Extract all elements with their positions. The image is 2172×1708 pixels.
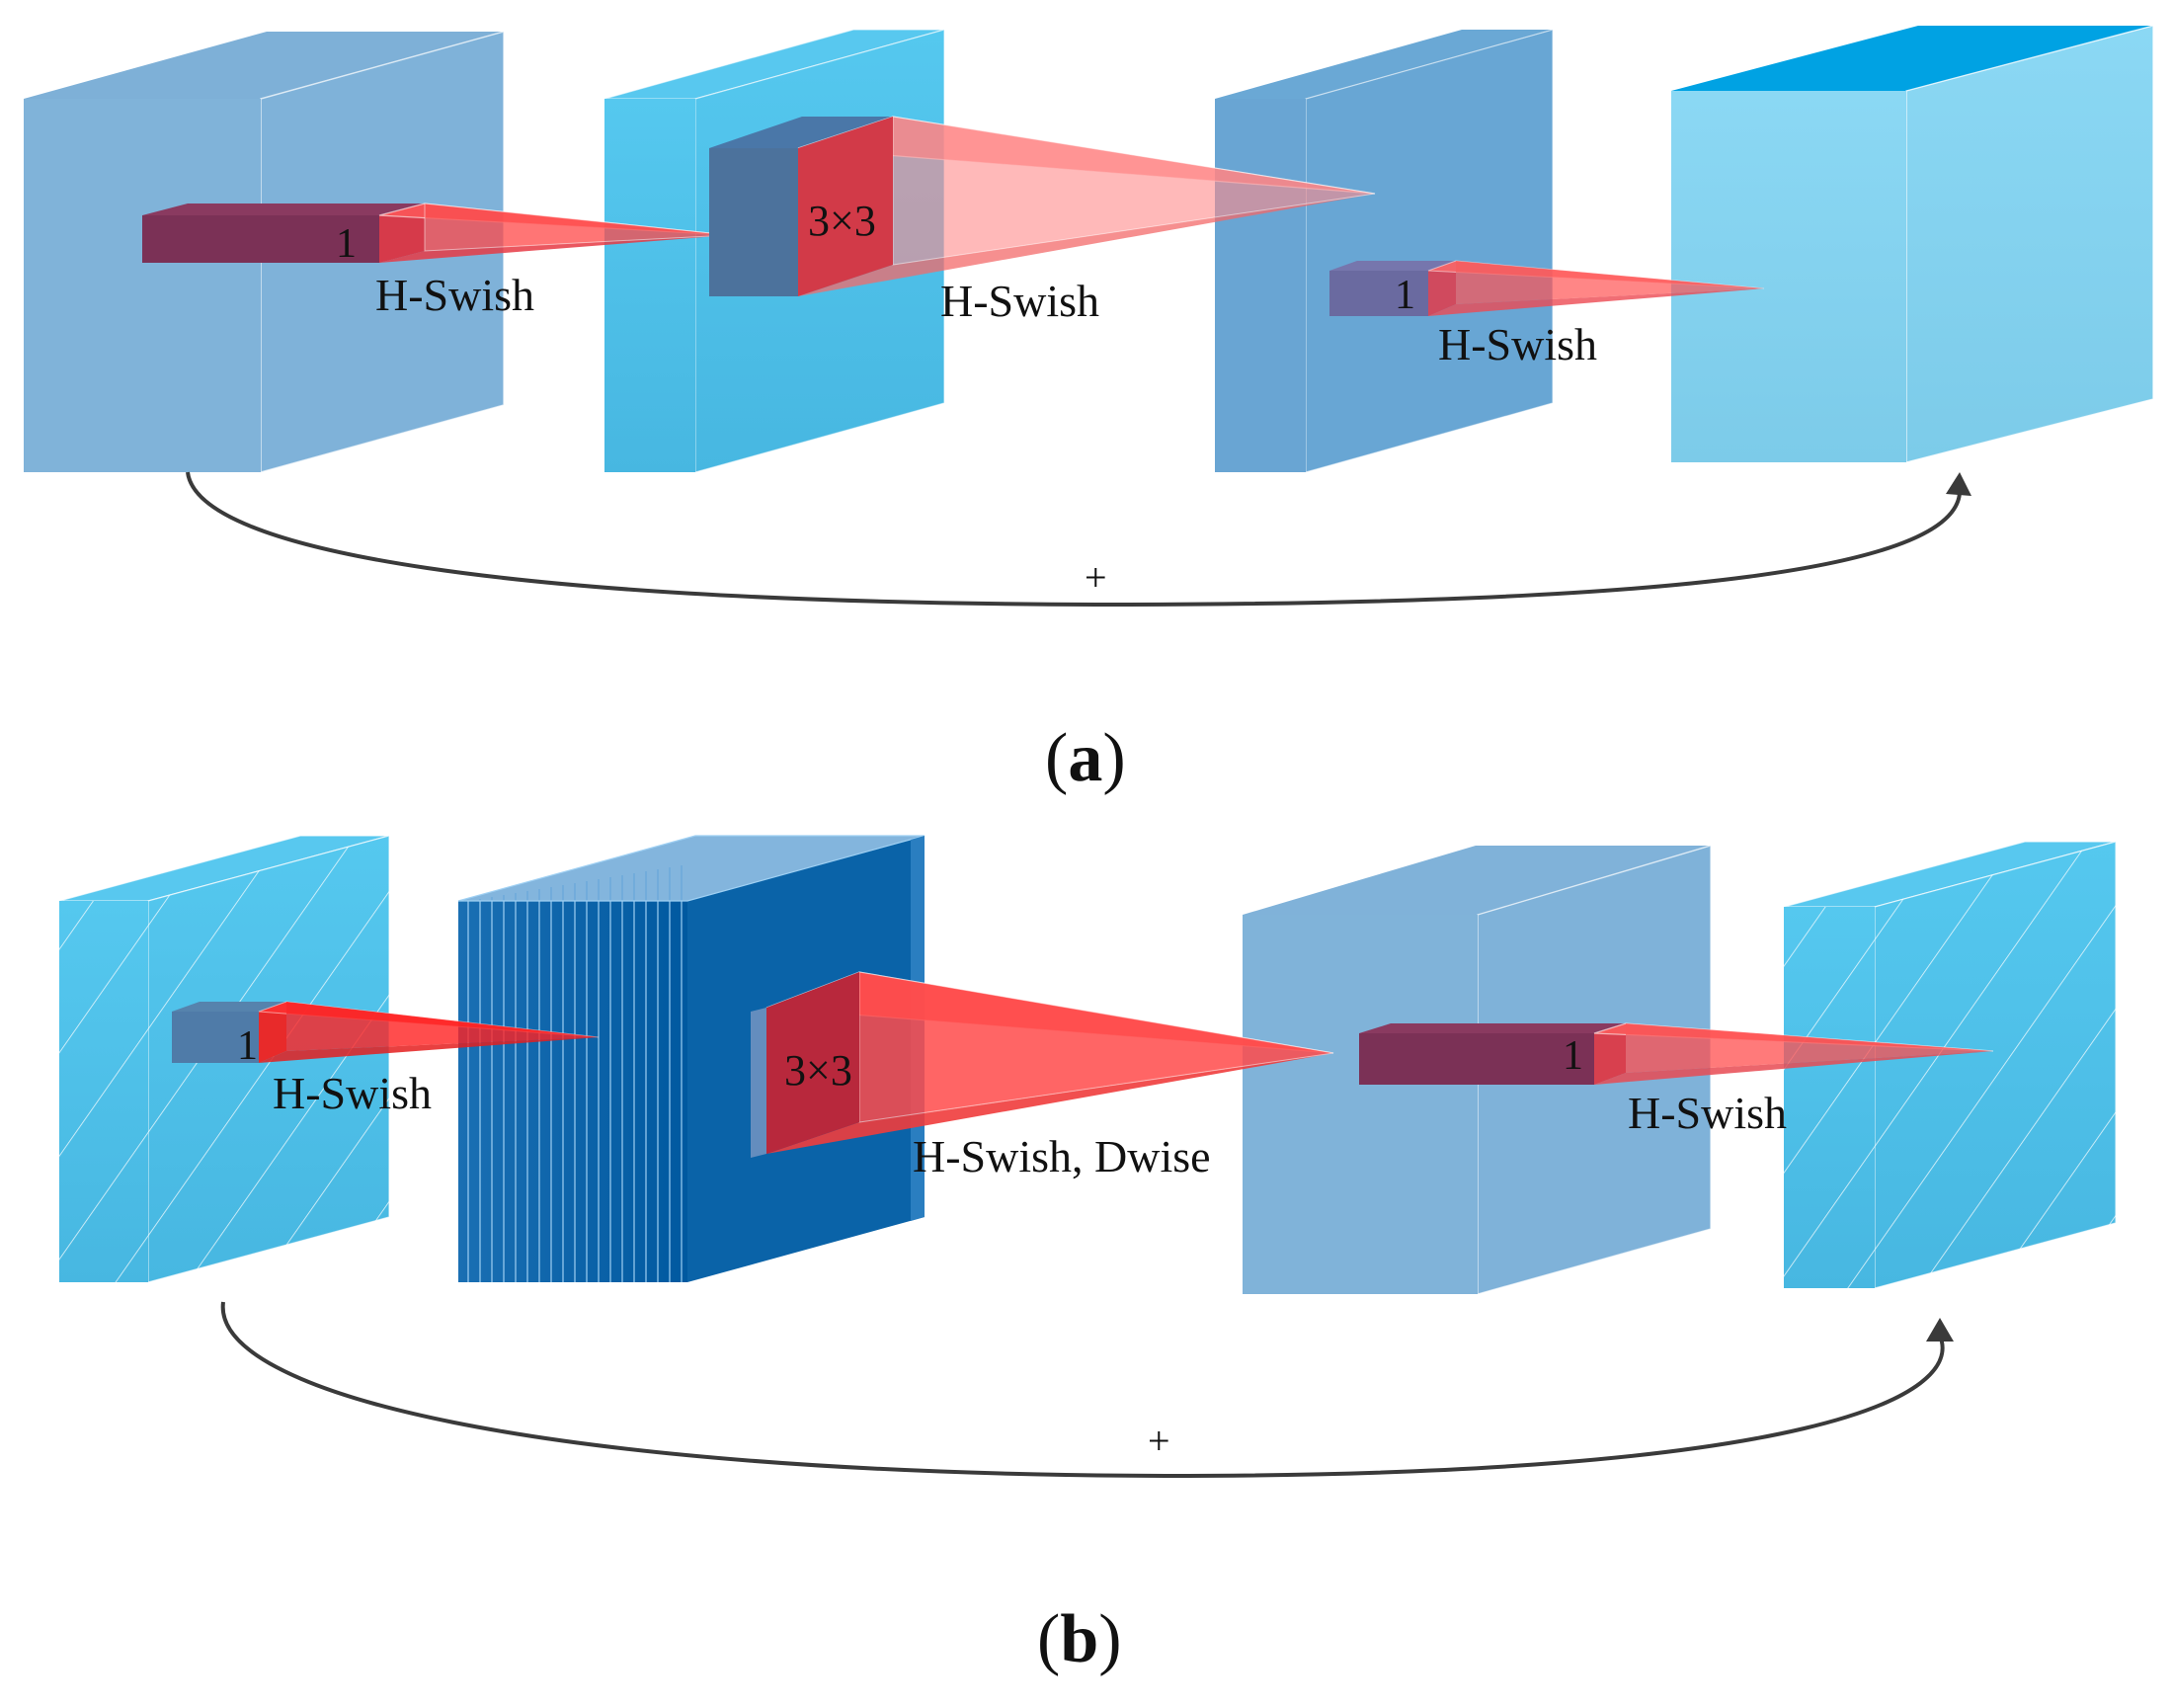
act-b3-label: H-Swish [1628, 1088, 1787, 1138]
kernel-a3-label: 1 [1395, 273, 1415, 318]
block-a4-output [1671, 25, 2154, 463]
act-b1-label: H-Swish [273, 1068, 432, 1118]
kernel-b1-1x1 [172, 1001, 600, 1063]
block-b4-output [1783, 841, 2117, 1289]
kernel-b3-1x1 [1359, 1022, 1994, 1085]
act-a2-label: H-Swish [940, 276, 1099, 326]
kernel-a1-label: 1 [336, 221, 357, 267]
act-a1-label: H-Swish [375, 270, 534, 320]
block-b3-projection [1243, 845, 1712, 1295]
kernel-b2-label: 3×3 [784, 1046, 852, 1095]
kernel-a1-1x1 [142, 203, 730, 263]
caption-b-letter: b [1060, 1601, 1098, 1677]
skip-connection-arrow-b [220, 1301, 1945, 1479]
skip-arrowhead-a [1946, 472, 1971, 496]
channel-slices [467, 865, 683, 1282]
caption-a-letter: a [1068, 720, 1102, 796]
skip-connection-arrow-a [186, 471, 1963, 608]
act-a3-label: H-Swish [1438, 319, 1597, 369]
kernel-a2-label: 3×3 [808, 197, 876, 245]
act-b2-label: H-Swish, Dwise [913, 1131, 1211, 1181]
skip-plus-a: + [1085, 555, 1107, 600]
panel-b: 1 H-Swish 3×3 H-Swish, Dwise 1 H-Swish +… [58, 835, 2117, 1677]
skip-plus-b: + [1148, 1419, 1170, 1463]
kernel-a2-3x3 [709, 116, 1376, 296]
caption-a: (a) [1045, 720, 1126, 796]
panel-a: 1 H-Swish 3×3 H-Swish 1 H-Swish + (a) [24, 25, 2154, 796]
kernel-b2-3x3-dwise [751, 971, 1334, 1158]
kernel-a3-1x1 [1329, 260, 1765, 316]
block-a3-depthwise [1215, 29, 1554, 473]
kernel-b1-label: 1 [237, 1023, 258, 1069]
caption-b: (b) [1037, 1601, 1122, 1677]
kernel-b3-label: 1 [1563, 1033, 1583, 1079]
skip-arrowhead-b [1926, 1318, 1954, 1342]
